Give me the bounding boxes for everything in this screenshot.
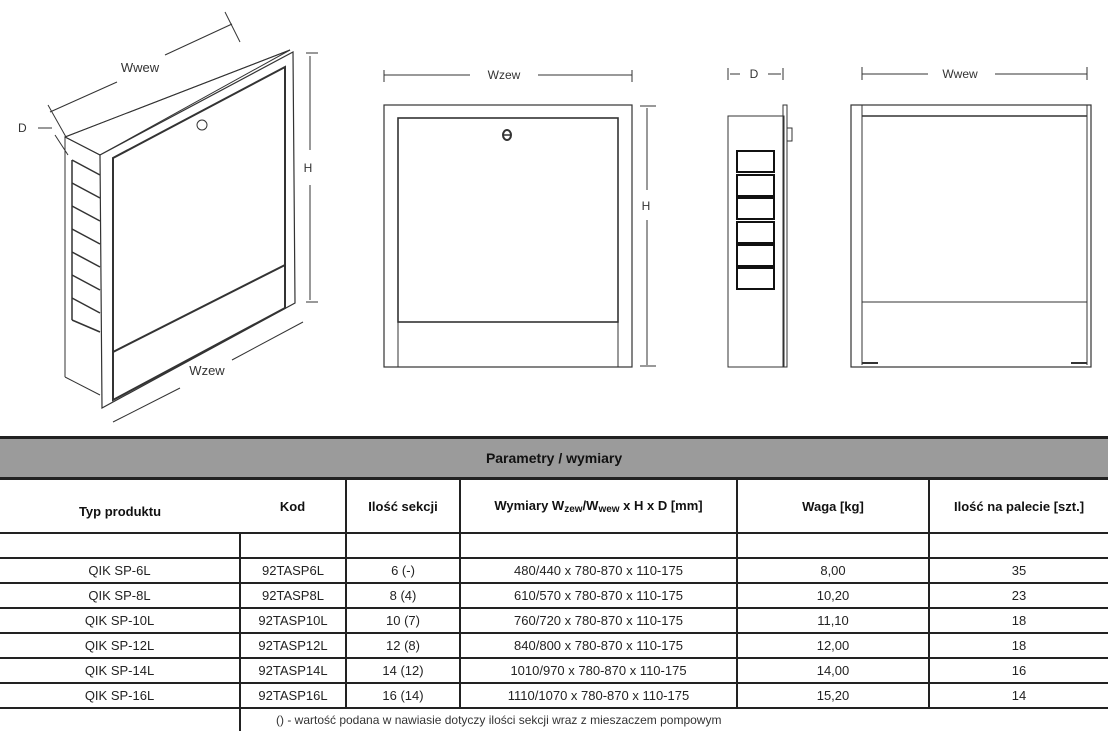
cell-sections: 14 (12) [345,658,460,684]
cell-pallet: 14 [927,683,1108,709]
cell-dims: 1010/970 x 780-870 x 110-175 [459,658,737,684]
cell-sections: 12 (8) [345,633,460,659]
cell-type: QIK SP-8L [0,583,240,609]
cell-dims: 610/570 x 780-870 x 110-175 [459,583,737,609]
cell-type: QIK SP-6L [0,558,240,584]
cell-code: 92TASP12L [239,633,346,659]
iso-wwew-label: Wwew [121,60,160,75]
cell-type: QIK SP-14L [0,658,240,684]
table-header-row: Typ produktu Kod Ilość sekcji Wymiary Wz… [0,478,1108,534]
parameters-table: Parametry / wymiary Typ produktu Kod Ilo… [0,436,1108,731]
cell-type: QIK SP-12L [0,633,240,659]
iso-h-label: H [304,161,313,175]
front-wzew-label: Wzew [488,68,521,82]
side-view [727,68,793,368]
empty-row [0,533,1108,559]
cell-code: 92TASP10L [239,608,346,634]
technical-drawings: Wwew D H Wzew Wzew H D [18,11,1092,423]
iso-wzew-label: Wzew [189,363,225,378]
cell-pallet: 18 [927,608,1108,634]
side-d-label: D [750,67,759,81]
cell-weight: 10,20 [736,583,929,609]
header-sections: Ilość sekcji [345,478,460,534]
cell-pallet: 16 [927,658,1108,684]
cell-code: 92TASP6L [239,558,346,584]
header-code: Kod [240,478,346,534]
cell-weight: 14,00 [736,658,929,684]
front-view [383,70,656,368]
cell-dims: 480/440 x 780-870 x 110-175 [459,558,737,584]
cell-pallet: 35 [927,558,1108,584]
cell-code: 92TASP16L [239,683,346,709]
cell-sections: 16 (14) [345,683,460,709]
cell-code: 92TASP8L [239,583,346,609]
cell-sections: 6 (-) [345,558,460,584]
cell-dims: 840/800 x 780-870 x 110-175 [459,633,737,659]
cell-dims: 760/720 x 780-870 x 110-175 [459,608,737,634]
isometric-view [38,11,318,423]
cell-sections: 8 (4) [345,583,460,609]
iso-d-label: D [18,121,27,135]
cell-type: QIK SP-16L [0,683,240,709]
cell-weight: 8,00 [736,558,929,584]
cell-pallet: 18 [927,633,1108,659]
cell-weight: 12,00 [736,633,929,659]
header-weight: Waga [kg] [736,478,929,534]
rear-wwew-label: Wwew [942,67,978,81]
front-h-label: H [642,199,651,213]
table-title: Parametry / wymiary [0,436,1108,480]
rear-view [850,67,1092,368]
cell-pallet: 23 [927,583,1108,609]
cell-weight: 11,10 [736,608,929,634]
cell-code: 92TASP14L [239,658,346,684]
header-dimensions: Wymiary Wzew/Wwew x H x D [mm] [459,478,737,534]
footnote: () - wartość podana w nawiasie dotyczy i… [238,708,1108,731]
cell-type: QIK SP-10L [0,608,240,634]
header-pallet: Ilość na palecie [szt.] [927,478,1108,534]
cell-sections: 10 (7) [345,608,460,634]
cell-weight: 15,20 [736,683,929,709]
cell-dims: 1110/1070 x 780-870 x 110-175 [459,683,737,709]
footnote-row: () - wartość podana w nawiasie dotyczy i… [0,708,1108,731]
header-type: Typ produktu [0,478,240,534]
